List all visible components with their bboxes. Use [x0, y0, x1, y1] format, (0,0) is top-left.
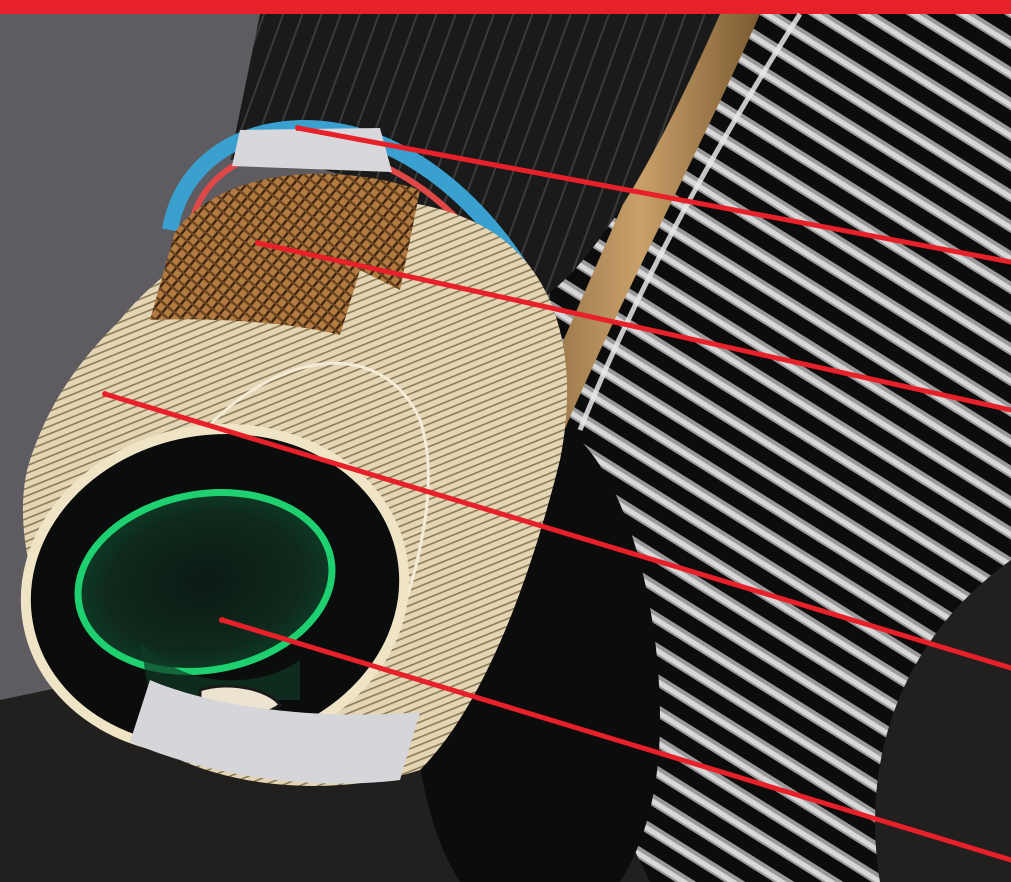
casing-fold-edge [178, 361, 430, 621]
puncture-protection-layer [150, 173, 420, 335]
sidewall-strip [520, 14, 760, 440]
callout-puncture-belt-anchor [255, 240, 261, 246]
callout-inner-tube-line [219, 617, 1011, 863]
callout-tread-cap-anchor [295, 125, 301, 131]
callout-casing-line [102, 391, 1011, 671]
callout-casing-anchor [102, 391, 108, 397]
rim-strip [130, 680, 420, 784]
tread-highlight-seam [577, 12, 803, 431]
callout-puncture-belt-line [255, 240, 1011, 413]
inner-tube-glow-ring [74, 489, 336, 675]
leader-lines [102, 125, 1011, 863]
header-bar [0, 0, 1011, 14]
leader-anchors [102, 125, 301, 623]
inner-tube [78, 492, 332, 672]
tread-cap-layer [230, 14, 720, 300]
tread-body [540, 14, 1011, 882]
callout-inner-tube-anchor [219, 617, 225, 623]
inner-tube-base [140, 640, 300, 700]
callout-tread-cap-line [295, 125, 1011, 265]
white-cap-patch [232, 128, 392, 172]
